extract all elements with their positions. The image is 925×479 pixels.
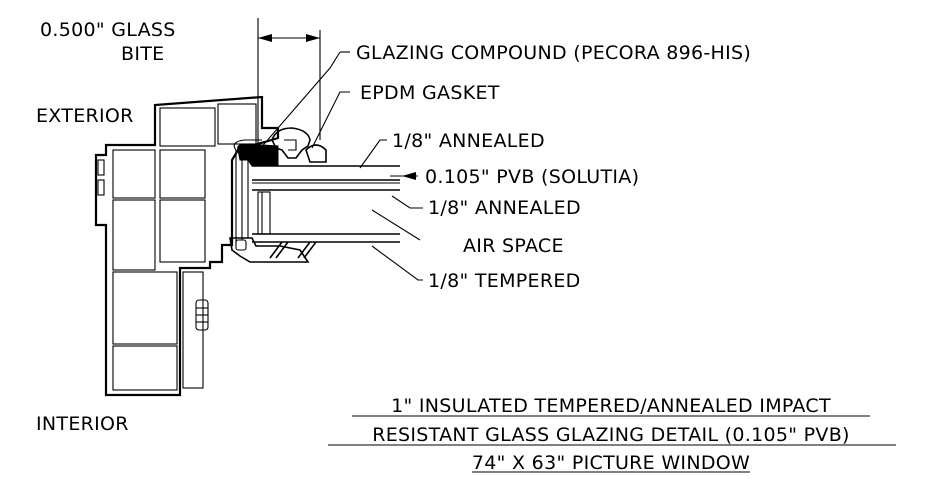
label-annealed-top: 1/8" ANNEALED xyxy=(392,130,545,152)
label-epdm-gasket: EPDM GASKET xyxy=(360,82,500,104)
label-exterior: EXTERIOR xyxy=(36,105,134,127)
drawing-title: 1" INSULATED TEMPERED/ANNEALED IMPACT RE… xyxy=(328,395,896,474)
glass-bite-dimension xyxy=(257,18,321,164)
label-annealed-mid: 1/8" ANNEALED xyxy=(428,197,581,219)
epdm-gasket-shape xyxy=(271,127,327,163)
label-glass-bite-line2: BITE xyxy=(121,43,164,65)
title-line1: 1" INSULATED TEMPERED/ANNEALED IMPACT xyxy=(391,395,831,417)
title-line2: RESISTANT GLASS GLAZING DETAIL (0.105" P… xyxy=(372,424,850,446)
callout-labels: 0.500" GLASS BITE GLAZING COMPOUND (PECO… xyxy=(36,19,751,435)
label-glazing-compound: GLAZING COMPOUND (PECORA 896-HIS) xyxy=(356,42,751,64)
leaders xyxy=(251,51,423,281)
label-air-space: AIR SPACE xyxy=(463,235,564,257)
label-interior: INTERIOR xyxy=(36,413,129,435)
frame-extrusion xyxy=(94,95,280,397)
title-line3: 74" X 63" PICTURE WINDOW xyxy=(472,452,750,474)
label-tempered: 1/8" TEMPERED xyxy=(428,270,581,292)
label-pvb: 0.105" PVB (SOLUTIA) xyxy=(425,166,639,188)
label-glass-bite-line1: 0.500" GLASS xyxy=(40,19,176,41)
glass-layers xyxy=(229,165,400,263)
